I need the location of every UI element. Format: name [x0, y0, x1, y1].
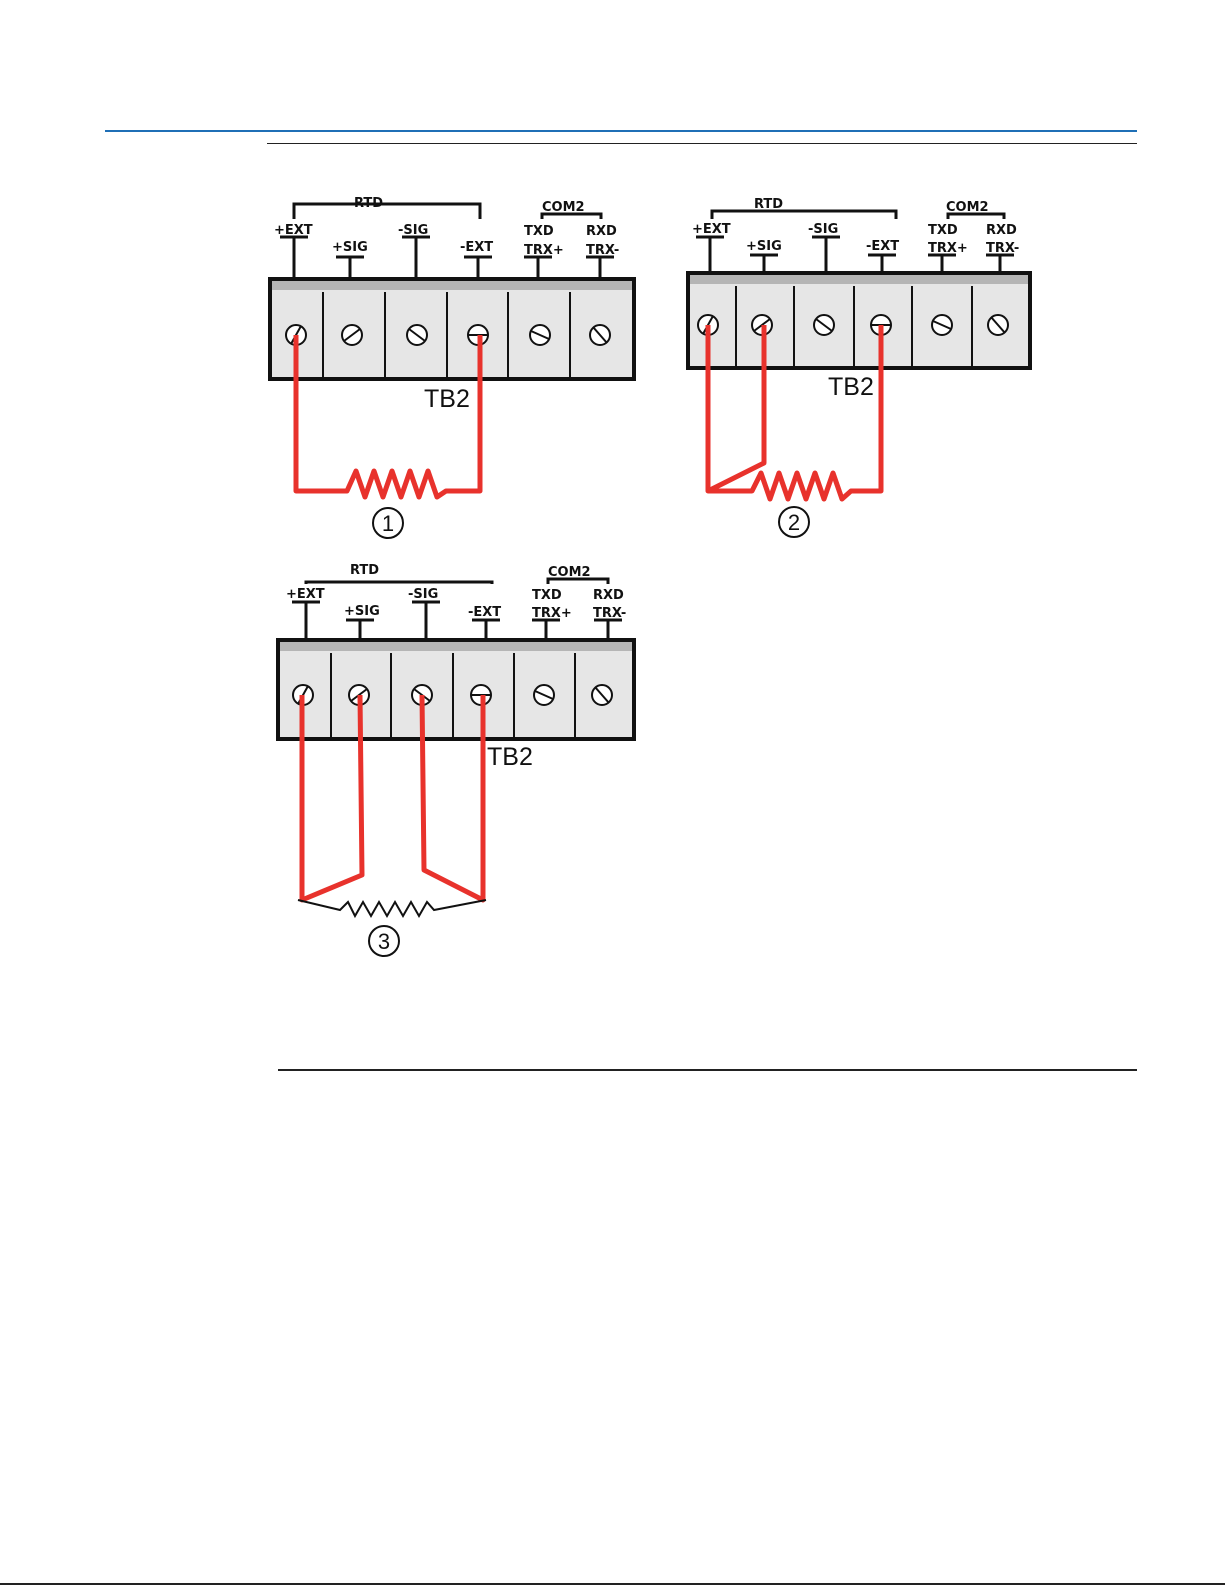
com2-label: COM2: [542, 200, 585, 215]
diagram-number-1: 1: [382, 511, 394, 536]
terminal-block-label: TB2: [424, 385, 470, 413]
pin-label-minus-ext: -EXT: [866, 239, 899, 254]
pin-label-minus-ext: -EXT: [460, 240, 493, 255]
wiring-diagram-3: RTD COM2 +EXT +SIG -SIG -EXT TXD RXD TRX…: [278, 563, 634, 956]
pin-label-rxd: RXD: [586, 224, 617, 239]
pin-label-txd: TXD: [524, 224, 554, 239]
pin-label-minus-ext: -EXT: [468, 605, 501, 620]
rtd-label: RTD: [754, 197, 783, 212]
pin-label-txd: TXD: [532, 588, 562, 603]
pin-label-rxd: RXD: [593, 588, 624, 603]
pin-label-plus-sig: +SIG: [746, 239, 782, 254]
wiring-diagram-2: RTD COM2 +EXT +SIG -SIG -EXT TXD RXD TRX…: [688, 197, 1030, 537]
pin-label-plus-sig: +SIG: [344, 604, 380, 619]
com2-label: COM2: [946, 200, 989, 215]
diagram-number-2: 2: [788, 510, 800, 535]
pin-label-plus-sig: +SIG: [332, 240, 368, 255]
pin-label-plus-ext: +EXT: [692, 222, 731, 237]
terminal-block-label: TB2: [487, 743, 533, 771]
pin-label-minus-sig: -SIG: [808, 222, 838, 237]
diagram-number-3: 3: [378, 929, 390, 954]
pin-label-minus-sig: -SIG: [408, 587, 438, 602]
pin-label-rxd: RXD: [986, 223, 1017, 238]
com2-label: COM2: [548, 565, 591, 580]
pin-label-plus-ext: +EXT: [286, 587, 325, 602]
pin-label-txd: TXD: [928, 223, 958, 238]
terminal-block-label: TB2: [828, 373, 874, 401]
wiring-diagram-1: RTD COM2 +EXT +SIG -SIG -EXT TXD RXD TRX…: [270, 196, 634, 538]
rtd-label: RTD: [350, 563, 379, 578]
rtd-label: RTD: [354, 196, 383, 211]
